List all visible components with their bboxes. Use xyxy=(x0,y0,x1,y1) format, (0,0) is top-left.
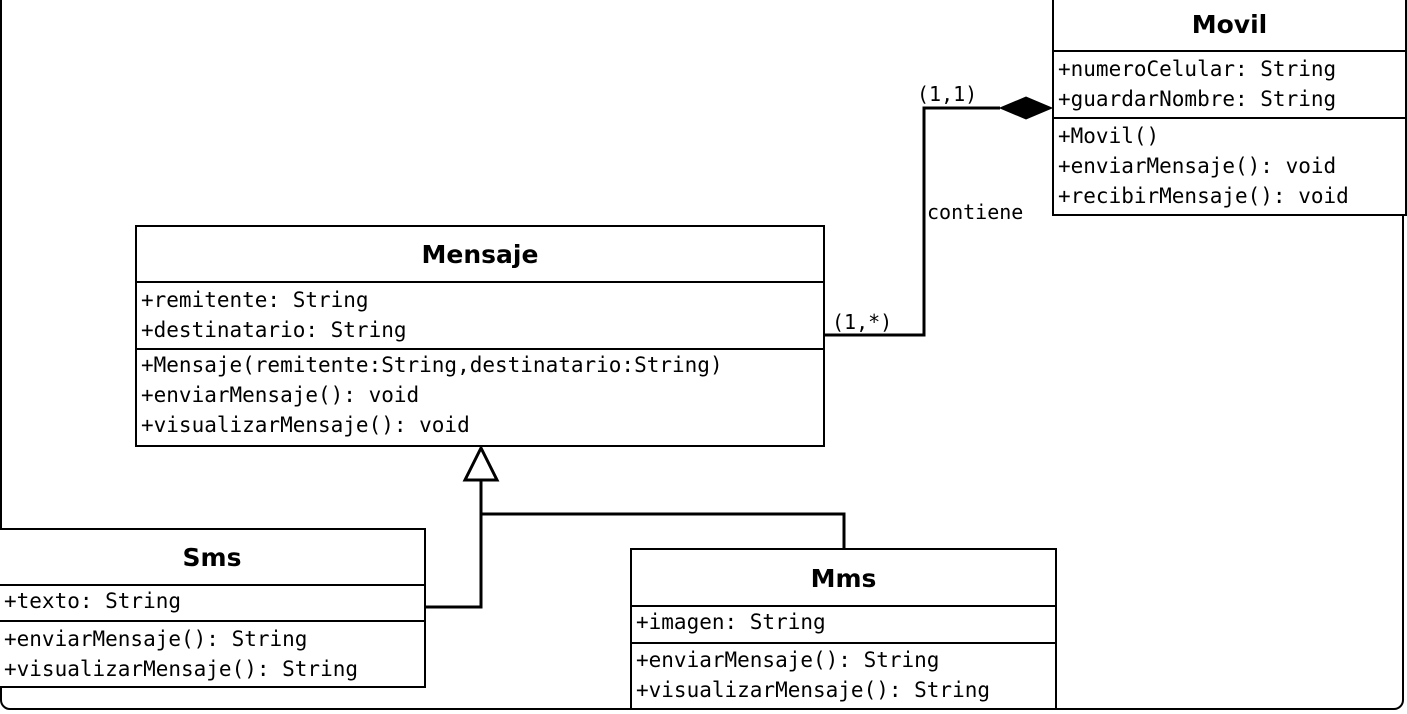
class-mms-methods: +enviarMensaje(): String +visualizarMens… xyxy=(632,644,1055,705)
class-mensaje-methods: +Mensaje(remitente:String,destinatario:S… xyxy=(137,350,823,440)
method: +Mensaje(remitente:String,destinatario:S… xyxy=(141,353,723,377)
class-movil-methods: +Movil() +enviarMensaje(): void +recibir… xyxy=(1054,119,1405,211)
composition-line xyxy=(823,106,1000,337)
attribute: +destinatario: String xyxy=(141,318,407,342)
multiplicity-part-label: (1,*) xyxy=(832,310,893,334)
class-sms[interactable]: Sms +texto: String +enviarMensaje(): Str… xyxy=(0,528,426,688)
class-mensaje[interactable]: Mensaje +remitente: String +destinatario… xyxy=(135,225,825,447)
class-mensaje-name: Mensaje xyxy=(137,227,823,283)
attribute: +remitente: String xyxy=(141,288,369,312)
class-movil[interactable]: Movil +numeroCelular: String +guardarNom… xyxy=(1052,0,1407,216)
class-movil-name: Movil xyxy=(1054,0,1405,52)
class-mms-name: Mms xyxy=(632,550,1055,607)
association-name-label: contiene xyxy=(927,200,1024,224)
multiplicity-whole-label: (1,1) xyxy=(917,82,978,106)
attribute: +guardarNombre: String xyxy=(1058,87,1337,111)
class-mms-attributes: +imagen: String xyxy=(632,607,1055,644)
method: +recibirMensaje(): void xyxy=(1058,184,1349,208)
generalization-line-sms xyxy=(425,480,483,609)
class-mms[interactable]: Mms +imagen: String +enviarMensaje(): St… xyxy=(630,548,1057,710)
attribute: +numeroCelular: String xyxy=(1058,57,1337,81)
class-sms-name: Sms xyxy=(0,530,424,586)
generalization-line-mms xyxy=(481,512,846,548)
class-sms-attributes: +texto: String xyxy=(0,586,424,622)
method: +visualizarMensaje(): String xyxy=(4,657,359,681)
method: +visualizarMensaje(): String xyxy=(636,678,991,702)
attribute: +imagen: String xyxy=(636,610,826,634)
generalization-triangle xyxy=(462,444,500,482)
method: +enviarMensaje(): String xyxy=(4,627,308,651)
method: +enviarMensaje(): String xyxy=(636,648,940,672)
class-mensaje-attributes: +remitente: String +destinatario: String xyxy=(137,283,823,350)
method: +Movil() xyxy=(1058,124,1160,148)
method: +visualizarMensaje(): void xyxy=(141,413,470,437)
class-movil-attributes: +numeroCelular: String +guardarNombre: S… xyxy=(1054,52,1405,119)
composition-diamond xyxy=(998,96,1054,120)
method: +enviarMensaje(): void xyxy=(1058,154,1337,178)
class-sms-methods: +enviarMensaje(): String +visualizarMens… xyxy=(0,622,424,684)
method: +enviarMensaje(): void xyxy=(141,383,420,407)
attribute: +texto: String xyxy=(4,589,182,613)
